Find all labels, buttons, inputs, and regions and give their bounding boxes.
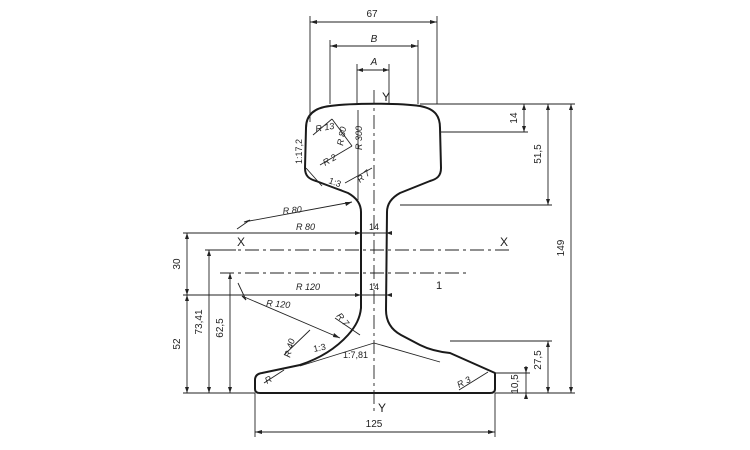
label-web-14-bottom: 14 xyxy=(369,282,379,292)
label-radius-120-foot: R 120 xyxy=(266,298,291,310)
label-width-b: B xyxy=(371,34,378,45)
label-dim-27-5: 27,5 xyxy=(533,350,544,370)
label-radius-80-axis: R 80 xyxy=(296,222,315,232)
dim-total-height xyxy=(569,104,573,393)
label-radius-7-bottom: R 7 xyxy=(334,311,351,329)
label-slope-head: 1:17,2 xyxy=(294,139,304,164)
label-slope-1-3-top: 1:3 xyxy=(327,175,342,189)
label-base-width: 125 xyxy=(366,419,383,430)
label-dim-62-5: 62,5 xyxy=(215,318,226,338)
dim-10-5 xyxy=(524,366,528,399)
label-axis-x-left: X xyxy=(237,235,245,249)
dim-web-bottom xyxy=(354,293,392,297)
label-radius-120-axis: R 120 xyxy=(296,282,320,292)
dim-left-extensions xyxy=(183,232,358,394)
label-slope-1-3-bottom: 1:3 xyxy=(312,342,326,354)
label-head-width: 67 xyxy=(366,9,378,20)
dim-right-extensions xyxy=(400,103,575,394)
dim-head-to-web xyxy=(546,104,550,205)
dim-30 xyxy=(185,233,189,295)
label-radius-7-top: R 7 xyxy=(355,167,373,184)
label-web-14-top: 14 xyxy=(369,222,379,232)
dim-head-height xyxy=(522,104,526,132)
label-axis-x-right: X xyxy=(500,235,508,249)
rail-outline xyxy=(254,102,496,394)
dim-width-a xyxy=(356,64,390,104)
label-head-to-web: 51,5 xyxy=(533,144,544,164)
label-radius-2: R 2 xyxy=(321,152,338,168)
label-radius-300: R 300 xyxy=(354,126,364,150)
label-index-1: 1 xyxy=(436,280,442,292)
label-slope-foot: 1:7,81 xyxy=(343,350,368,360)
dim-52 xyxy=(185,295,189,393)
label-total-height: 149 xyxy=(556,239,567,256)
label-dim-10-5: 10,5 xyxy=(510,374,521,394)
label-radius-40: R 40 xyxy=(282,338,297,359)
label-radius-80-head: R 80 xyxy=(335,126,348,146)
label-axis-y-bottom: Y xyxy=(378,401,386,415)
radius-leaders xyxy=(236,110,489,391)
label-axis-y-top: Y xyxy=(382,90,390,104)
dim-head-width xyxy=(309,16,438,122)
label-radius-3: R 3 xyxy=(455,374,472,389)
label-head-height: 14 xyxy=(509,112,520,124)
label-width-a: A xyxy=(370,57,378,68)
dim-73-41 xyxy=(207,250,211,393)
label-radius-1: R xyxy=(263,374,274,386)
dim-web-top xyxy=(354,231,392,235)
label-radius-13: R 13 xyxy=(315,121,335,134)
dim-62-5 xyxy=(228,273,232,393)
dim-width-b xyxy=(329,40,419,104)
label-dim-52: 52 xyxy=(172,338,183,350)
dim-base-width xyxy=(254,393,496,437)
label-dim-30: 30 xyxy=(172,258,183,270)
label-radius-80-neck: R 80 xyxy=(282,204,302,216)
dim-27-5 xyxy=(546,341,550,393)
label-dim-73-41: 73,41 xyxy=(194,309,205,334)
